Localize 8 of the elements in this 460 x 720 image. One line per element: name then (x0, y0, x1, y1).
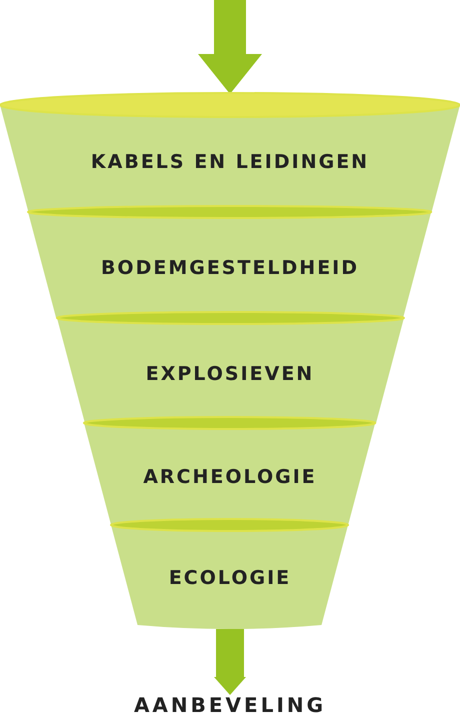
layer-label: ECOLOGIE (168, 567, 292, 589)
layer-label: ARCHEOLOGIE (142, 466, 318, 488)
arrow (214, 629, 246, 695)
layer-label: EXPLOSIEVEN (144, 362, 316, 384)
result-label: AANBEVELING (132, 692, 328, 718)
arrow (198, 0, 262, 94)
layer-label: KABELS EN LEIDINGEN (90, 150, 370, 172)
layer-label: BODEMGESTELDHEID (100, 257, 360, 279)
